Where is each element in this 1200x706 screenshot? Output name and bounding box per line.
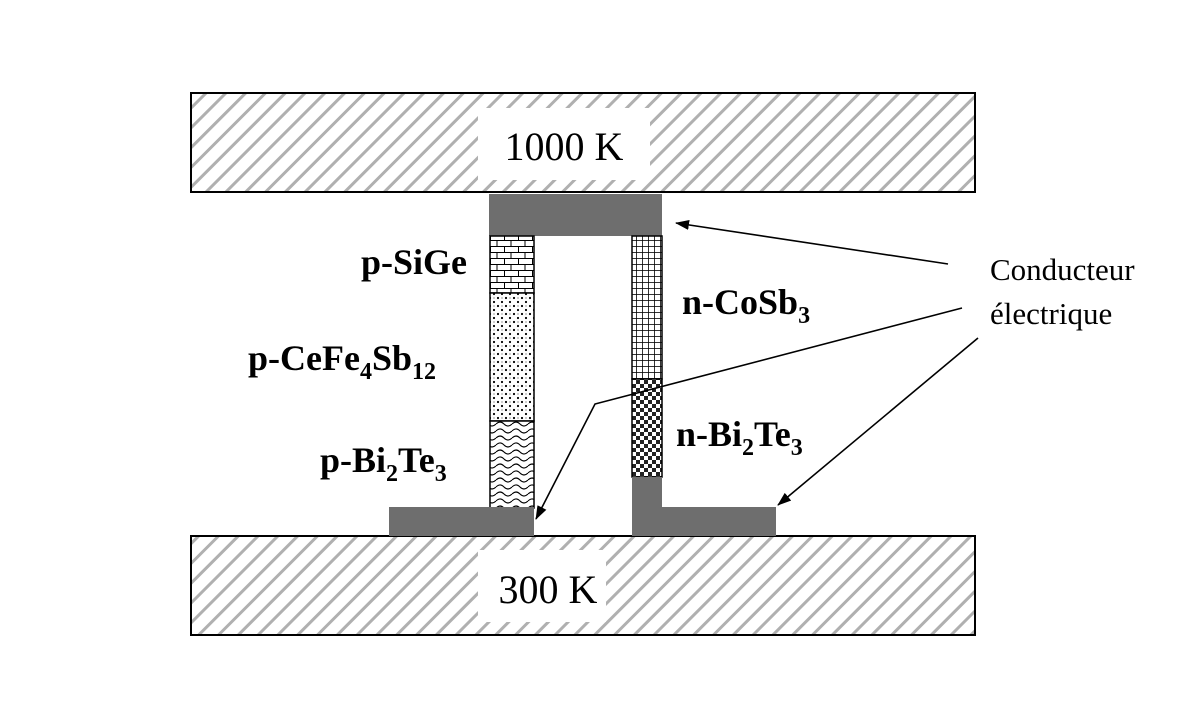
label-p-cefe4sb12: p-CeFe4Sb12 bbox=[248, 338, 436, 385]
top-conductor bbox=[489, 194, 662, 236]
cold-reservoir: 300 K bbox=[190, 535, 976, 636]
p-type-leg bbox=[489, 235, 535, 509]
p-sige-segment bbox=[489, 235, 535, 294]
bottom-left-conductor bbox=[389, 507, 534, 536]
conductor-note-line1: Conducteur bbox=[990, 252, 1135, 287]
hot-label-box bbox=[478, 108, 650, 180]
label-n-bi2te3: n-Bi2Te3 bbox=[676, 414, 803, 461]
label-n-cosb3: n-CoSb3 bbox=[682, 282, 810, 329]
label-p-bi2te3: p-Bi2Te3 bbox=[320, 440, 447, 487]
n-type-leg bbox=[631, 235, 663, 478]
n-cosb3-segment bbox=[631, 235, 663, 380]
p-cefe4sb12-segment bbox=[489, 292, 535, 422]
bottom-right-conductor bbox=[632, 477, 776, 536]
conductor-note-line2: électrique bbox=[990, 296, 1112, 331]
arrow-to-bottom-right-conductor bbox=[777, 337, 979, 506]
cold-label-box bbox=[478, 550, 606, 622]
label-p-sige: p-SiGe bbox=[361, 242, 467, 282]
hot-temperature-label: 1000 K bbox=[505, 124, 624, 169]
cold-temperature-label: 300 K bbox=[499, 567, 598, 612]
p-bi2te3-segment bbox=[489, 420, 535, 509]
n-bi2te3-segment bbox=[631, 378, 663, 478]
hot-reservoir: 1000 K bbox=[190, 92, 976, 193]
arrow-to-top-conductor bbox=[675, 219, 949, 265]
arrow-to-bottom-left-conductor bbox=[535, 307, 963, 520]
